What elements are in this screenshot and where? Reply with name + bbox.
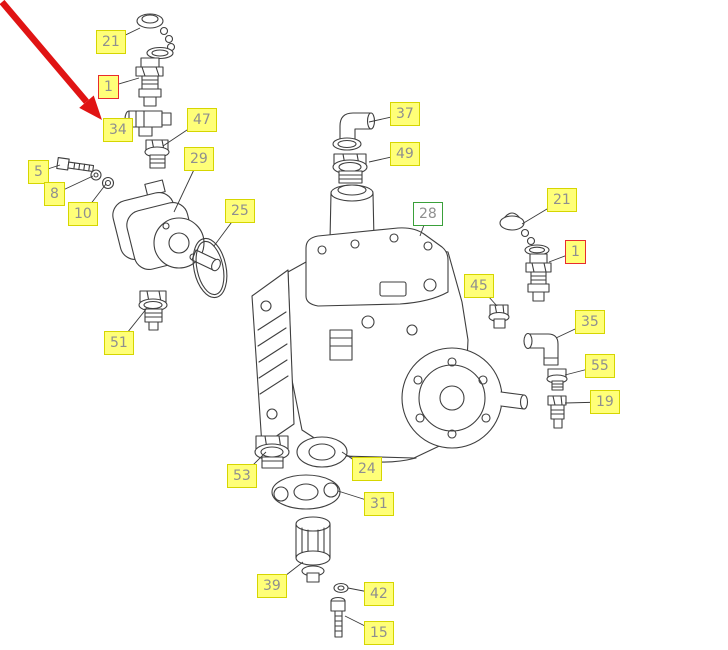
part-label-21: 21 — [96, 30, 126, 54]
part-label-5: 5 — [28, 160, 49, 184]
fitting-top-left-art — [135, 57, 164, 107]
part-label-39: 39 — [257, 574, 287, 598]
washer-10-art — [101, 176, 115, 190]
gear-pump-art — [112, 179, 221, 272]
part-label-51: 51 — [104, 331, 134, 355]
part-label-21: 21 — [547, 188, 577, 212]
fitting-55-art — [546, 368, 568, 391]
main-pump-art — [251, 184, 529, 463]
part-label-19: 19 — [590, 390, 620, 414]
part-label-1: 1 — [565, 240, 586, 264]
part-label-8: 8 — [44, 182, 65, 206]
part-label-28: 28 — [413, 202, 443, 226]
red-callout-arrow — [0, 0, 102, 120]
part-label-47: 47 — [187, 108, 217, 132]
filter-39-art — [295, 516, 331, 583]
washer-8-art — [90, 169, 102, 181]
part-label-24: 24 — [352, 457, 382, 481]
part-label-15: 15 — [364, 621, 394, 645]
fitting-49-art — [332, 153, 368, 184]
part-label-29: 29 — [184, 147, 214, 171]
part-label-10: 10 — [68, 202, 98, 226]
part-label-25: 25 — [225, 199, 255, 223]
elbow-35-art — [523, 332, 559, 366]
fitting-47-art — [144, 139, 170, 169]
bolt-washers-art — [56, 157, 95, 173]
part-label-45: 45 — [464, 274, 494, 298]
part-label-49: 49 — [390, 142, 420, 166]
flange-plate-31-art — [271, 474, 341, 510]
part-label-34: 34 — [103, 118, 133, 142]
part-label-31: 31 — [364, 492, 394, 516]
fitting-right-art — [525, 253, 552, 302]
o-ring-25-art — [192, 237, 228, 299]
fitting-51-art — [138, 290, 168, 331]
part-label-55: 55 — [585, 354, 615, 378]
cap-chain-top-left-art — [136, 13, 176, 60]
bolt-15-art — [330, 596, 346, 638]
part-label-35: 35 — [575, 310, 605, 334]
part-label-42: 42 — [364, 582, 394, 606]
part-label-37: 37 — [390, 102, 420, 126]
fitting-19-art — [547, 395, 567, 429]
washer-42-art — [333, 582, 349, 594]
plug-45-art — [488, 304, 510, 329]
part-label-53: 53 — [227, 464, 257, 488]
fitting-53-art — [254, 435, 290, 469]
flange-24-art — [296, 436, 348, 468]
part-label-1: 1 — [98, 75, 119, 99]
elbow-37-art — [332, 112, 376, 151]
cap-chain-right-art — [499, 212, 550, 256]
